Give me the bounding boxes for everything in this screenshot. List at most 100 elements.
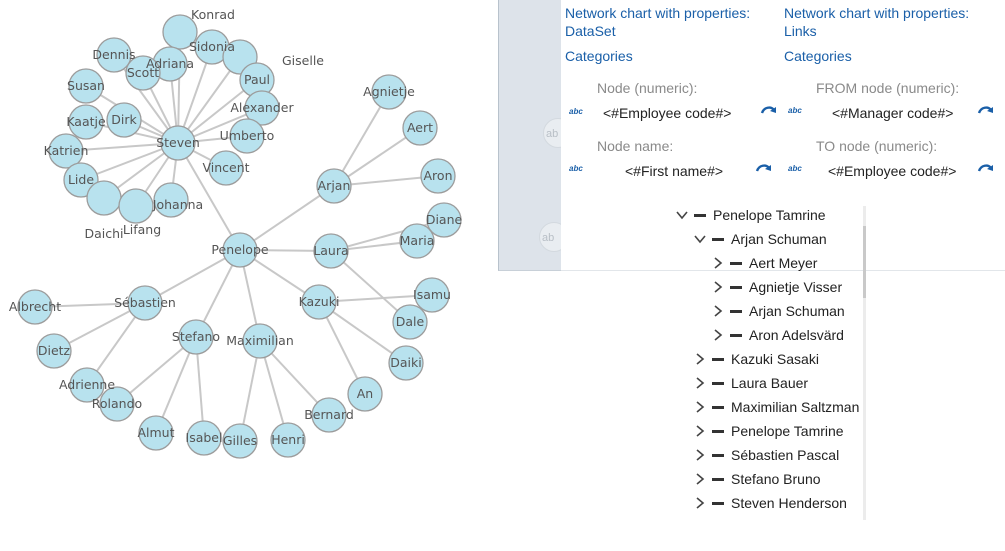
graph-node[interactable] xyxy=(48,133,84,169)
chevron-right-icon[interactable] xyxy=(712,257,724,269)
chevron-right-icon[interactable] xyxy=(694,401,706,413)
graph-node-label: Kazuki xyxy=(299,294,340,309)
graph-node[interactable] xyxy=(68,68,104,104)
graph-node[interactable] xyxy=(301,284,337,320)
graph-node[interactable] xyxy=(99,386,135,422)
graph-node[interactable] xyxy=(402,110,438,146)
graph-node-label: Umberto xyxy=(220,128,275,143)
graph-node[interactable] xyxy=(106,102,142,138)
graph-link xyxy=(144,249,241,304)
graph-node[interactable] xyxy=(242,323,278,359)
node-dash-icon xyxy=(730,334,742,337)
graph-node[interactable] xyxy=(371,74,407,110)
chevron-down-icon[interactable] xyxy=(676,209,688,221)
redo-arrow-icon[interactable] xyxy=(760,104,778,118)
graph-node-label: Laura xyxy=(313,243,348,258)
graph-node[interactable] xyxy=(208,150,244,186)
graph-node-label: Adrienne xyxy=(59,377,115,392)
graph-node-label: Konrad xyxy=(191,7,235,22)
node-dash-icon xyxy=(712,478,724,481)
chevron-right-icon[interactable] xyxy=(694,497,706,509)
graph-node[interactable] xyxy=(347,376,383,412)
chevron-down-icon[interactable] xyxy=(694,233,706,245)
chevron-right-icon[interactable] xyxy=(712,329,724,341)
graph-node-label: Maximilian xyxy=(226,333,294,348)
graph-node[interactable] xyxy=(69,367,105,403)
graph-link xyxy=(177,142,241,251)
dataset-categories-link[interactable]: Categories xyxy=(565,48,633,64)
tree-node-label: Maximilian Saltzman xyxy=(731,399,860,415)
text-type-icon: abc xyxy=(569,164,583,173)
graph-node-label: Gilles xyxy=(223,433,257,448)
chevron-right-icon[interactable] xyxy=(694,353,706,365)
redo-arrow-icon[interactable] xyxy=(977,104,995,118)
graph-node[interactable] xyxy=(68,104,104,140)
graph-node[interactable] xyxy=(160,125,196,161)
graph-node[interactable] xyxy=(270,422,306,458)
graph-node[interactable] xyxy=(399,223,435,259)
graph-node[interactable] xyxy=(420,158,456,194)
graph-node-label: Adriana xyxy=(146,56,194,71)
graph-node[interactable] xyxy=(36,333,72,369)
to-node-value[interactable]: <#Employee code#> xyxy=(828,163,957,179)
chevron-right-icon[interactable] xyxy=(694,473,706,485)
redo-arrow-icon[interactable] xyxy=(755,162,773,176)
links-categories-link[interactable]: Categories xyxy=(784,48,852,64)
graph-node-label: Paul xyxy=(244,72,270,87)
node-dash-icon xyxy=(712,382,724,385)
links-properties-link[interactable]: Network chart with properties: Links xyxy=(784,5,970,39)
graph-node[interactable] xyxy=(125,55,161,91)
chevron-right-icon[interactable] xyxy=(712,305,724,317)
graph-node[interactable] xyxy=(244,90,280,126)
chevron-right-icon[interactable] xyxy=(694,449,706,461)
graph-link xyxy=(34,302,146,308)
node-numeric-label: Node (numeric): xyxy=(597,80,698,96)
graph-node[interactable] xyxy=(186,420,222,456)
graph-node[interactable] xyxy=(138,415,174,451)
graph-node[interactable] xyxy=(178,319,214,355)
from-node-value[interactable]: <#Manager code#> xyxy=(832,105,954,121)
chevron-right-icon[interactable] xyxy=(712,281,724,293)
tree-scrollbar[interactable] xyxy=(863,206,866,520)
node-dash-icon xyxy=(712,406,724,409)
graph-node[interactable] xyxy=(162,14,198,50)
graph-node[interactable] xyxy=(96,37,132,73)
from-node-label: FROM node (numeric): xyxy=(816,80,960,96)
graph-node[interactable] xyxy=(426,202,462,238)
graph-node[interactable] xyxy=(222,423,258,459)
dataset-properties-link[interactable]: Network chart with properties: DataSet xyxy=(565,5,751,39)
graph-node[interactable] xyxy=(127,285,163,321)
graph-node-label: Isabel xyxy=(186,430,223,445)
graph-link xyxy=(330,250,411,323)
graph-node[interactable] xyxy=(229,118,265,154)
chevron-right-icon[interactable] xyxy=(694,377,706,389)
graph-node[interactable] xyxy=(313,233,349,269)
graph-node[interactable] xyxy=(388,345,424,381)
tree-scrollbar-thumb[interactable] xyxy=(863,226,866,298)
graph-node[interactable] xyxy=(316,168,352,204)
chevron-right-icon[interactable] xyxy=(694,425,706,437)
tree-node-label: Stefano Bruno xyxy=(731,471,821,487)
graph-node[interactable] xyxy=(118,188,154,224)
graph-node[interactable] xyxy=(222,232,258,268)
node-name-value[interactable]: <#First name#> xyxy=(625,163,724,179)
graph-node-label: Alexander xyxy=(230,100,294,115)
graph-node-label: Susan xyxy=(67,78,105,93)
graph-node-label: Lide xyxy=(68,172,94,187)
graph-node-label: Maria xyxy=(400,233,435,248)
graph-link xyxy=(113,54,179,144)
graph-node[interactable] xyxy=(414,277,450,313)
node-numeric-value[interactable]: <#Employee code#> xyxy=(603,105,732,121)
graph-node-label: Dietz xyxy=(38,343,71,358)
node-name-label: Node name: xyxy=(597,138,674,154)
graph-node[interactable] xyxy=(392,304,428,340)
redo-arrow-icon[interactable] xyxy=(977,162,995,176)
graph-node-label: Almut xyxy=(137,425,174,440)
graph-node[interactable] xyxy=(153,182,189,218)
tree-node-label: Steven Henderson xyxy=(731,495,847,511)
graph-node[interactable] xyxy=(17,289,53,325)
tree-node-label: Aert Meyer xyxy=(749,255,818,271)
graph-node[interactable] xyxy=(311,397,347,433)
graph-link xyxy=(177,56,241,144)
